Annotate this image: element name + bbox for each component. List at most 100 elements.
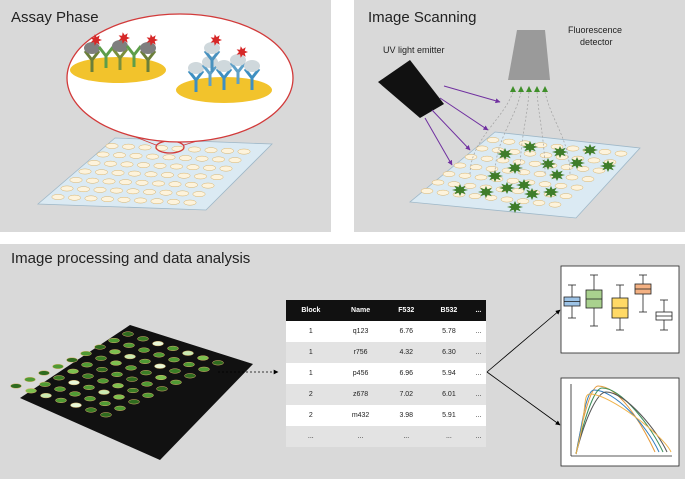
scanned-spot bbox=[52, 363, 64, 370]
scanned-spot bbox=[122, 331, 134, 337]
scanned-spot bbox=[98, 389, 110, 395]
array-spot bbox=[168, 181, 182, 188]
scanned-spot bbox=[156, 386, 168, 392]
fluorescent-spot bbox=[569, 157, 585, 169]
scanned-spot bbox=[138, 347, 150, 353]
array-spot bbox=[592, 167, 606, 174]
array-spot bbox=[442, 171, 456, 177]
array-spot bbox=[237, 148, 251, 155]
array-spot bbox=[431, 179, 445, 186]
array-spot bbox=[119, 179, 132, 185]
scanned-spot bbox=[108, 337, 120, 344]
array-spot bbox=[502, 138, 516, 145]
scanned-spot bbox=[139, 358, 151, 364]
scanned-spot bbox=[10, 383, 22, 389]
array-spot bbox=[167, 199, 180, 205]
array-spot bbox=[113, 152, 126, 159]
scanned-spot bbox=[85, 407, 97, 413]
table-cell: 5.94 bbox=[427, 363, 471, 384]
array-spot bbox=[146, 153, 159, 160]
table-to-curve-arrow bbox=[486, 371, 561, 426]
array-spot bbox=[86, 177, 99, 184]
col-header-b532: B532 bbox=[427, 300, 471, 321]
array-spot bbox=[138, 144, 152, 151]
array-spot bbox=[68, 194, 81, 201]
scanned-spot bbox=[153, 352, 165, 358]
emission-line bbox=[544, 91, 571, 176]
array-spot bbox=[204, 147, 218, 154]
scanned-spot bbox=[70, 402, 82, 408]
detector-label-line2: detector bbox=[580, 37, 613, 47]
array-spot bbox=[95, 169, 108, 176]
scanned-image bbox=[10, 325, 253, 460]
array-spot bbox=[120, 161, 134, 168]
array-spot bbox=[135, 179, 149, 186]
table-cell: ... bbox=[470, 321, 486, 342]
array-spot bbox=[153, 162, 167, 169]
uv-rays bbox=[424, 85, 501, 166]
scanned-spot bbox=[137, 336, 149, 342]
scanned-spot bbox=[80, 350, 92, 357]
array-spot bbox=[219, 165, 233, 172]
fluorescent-spot bbox=[552, 146, 568, 158]
table-cell: 1 bbox=[286, 342, 336, 363]
emitter-label: UV light emitter bbox=[383, 45, 445, 55]
distribution-curves-thumbnail bbox=[560, 377, 680, 467]
array-spot bbox=[555, 154, 569, 160]
array-spot bbox=[565, 174, 579, 181]
scanned-spot bbox=[128, 399, 140, 405]
scanned-spot bbox=[167, 345, 179, 351]
scanned-spot bbox=[113, 394, 125, 400]
distribution-curve bbox=[575, 391, 668, 455]
boxplot-thumbnail bbox=[560, 265, 680, 354]
fluorescence-arrowheads bbox=[510, 86, 548, 92]
processing-panel-title: Image processing and data analysis bbox=[11, 250, 251, 267]
array-spot bbox=[458, 172, 472, 179]
distribution-curve bbox=[575, 389, 660, 455]
table-cell: q123 bbox=[335, 321, 386, 342]
array-spot bbox=[110, 187, 123, 194]
table-cell: ... bbox=[470, 363, 486, 384]
scanned-spot bbox=[182, 350, 194, 356]
array-spot bbox=[506, 177, 520, 184]
distribution-curve bbox=[575, 393, 672, 455]
fluorescence-emission-lines bbox=[469, 91, 571, 176]
emission-arrowhead bbox=[510, 86, 516, 92]
array-spot bbox=[155, 145, 168, 151]
array-spot bbox=[159, 189, 173, 196]
scanned-spot bbox=[111, 371, 123, 377]
array-spot bbox=[528, 160, 542, 167]
table-cell: ... bbox=[470, 426, 486, 447]
col-header-more: ... bbox=[470, 300, 486, 321]
scanned-spot bbox=[40, 393, 52, 399]
fluorescent-spot bbox=[524, 188, 540, 200]
array-spot bbox=[69, 177, 83, 183]
array-spot bbox=[105, 143, 119, 149]
col-header-name: Name bbox=[335, 300, 386, 321]
array-spot bbox=[60, 185, 74, 192]
array-spot bbox=[463, 183, 477, 189]
detector-label-line1: Fluorescence bbox=[568, 25, 622, 35]
table-cell: m432 bbox=[335, 405, 386, 426]
scanned-spot bbox=[100, 412, 112, 418]
array-spot bbox=[144, 171, 158, 178]
array-spot bbox=[221, 148, 234, 154]
scanned-spot bbox=[96, 367, 108, 373]
fluorescent-spot bbox=[497, 148, 513, 160]
array-spot bbox=[228, 157, 242, 163]
array-spot bbox=[188, 146, 201, 153]
table-cell: ... bbox=[470, 384, 486, 405]
array-spot bbox=[129, 153, 143, 159]
array-spot bbox=[161, 172, 174, 178]
table-cell: ... bbox=[335, 426, 386, 447]
fluorescent-spot bbox=[516, 179, 532, 191]
scanned-spot bbox=[38, 370, 50, 376]
scanned-spot bbox=[25, 388, 37, 394]
array-spot bbox=[534, 142, 548, 148]
table-cell: 3.98 bbox=[385, 405, 428, 426]
